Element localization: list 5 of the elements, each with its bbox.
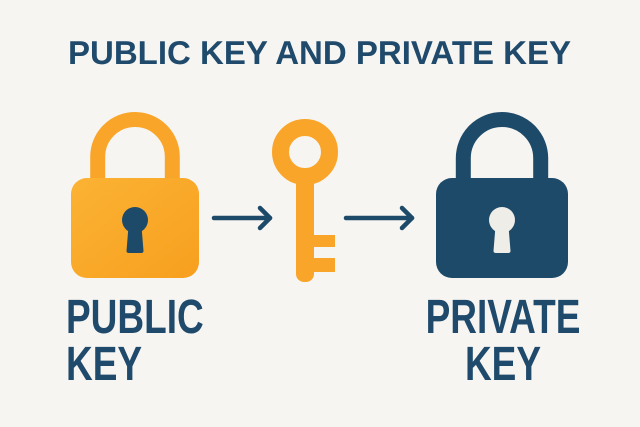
arrow [344, 206, 414, 230]
arrow [212, 206, 272, 230]
title: PUBLIC KEY AND PRIVATE KEY [68, 36, 572, 69]
node-label: PUBLIC KEY [66, 294, 205, 388]
node-label: PRIVATE KEY [424, 294, 582, 388]
